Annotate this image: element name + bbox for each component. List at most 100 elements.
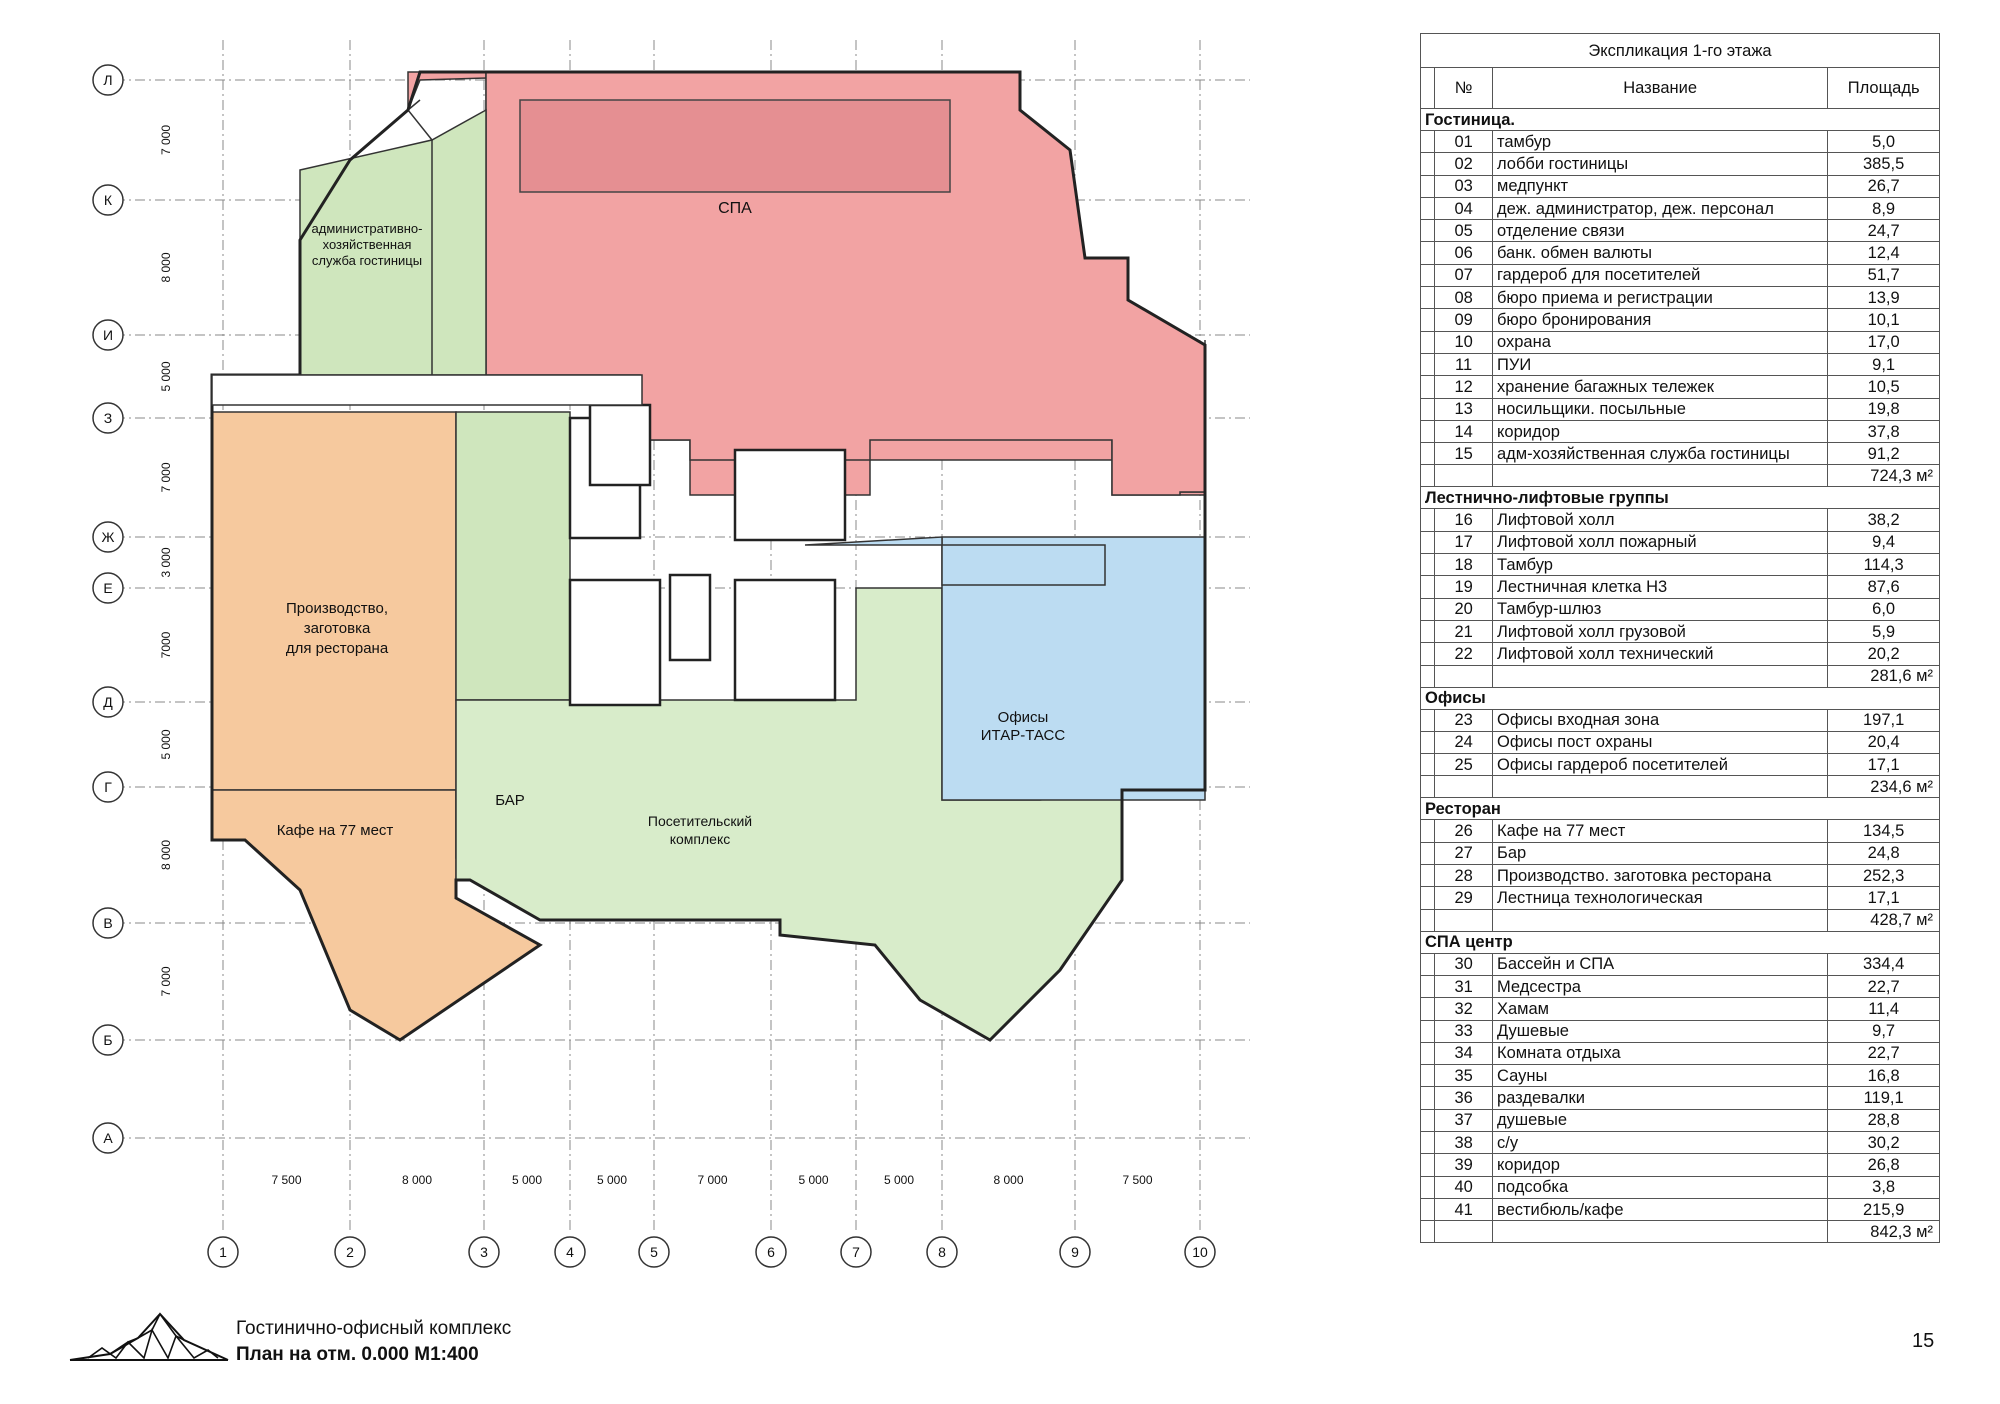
row-lead-cell (1419, 753, 1435, 777)
column-axis-label: 4 (566, 1244, 574, 1260)
room-area: 26,7 (1827, 174, 1940, 198)
row-axis-label: И (103, 327, 113, 343)
total-lead-cell (1419, 664, 1435, 688)
row-lead-cell (1419, 375, 1435, 399)
row-axis-marker (92, 1122, 124, 1154)
room-area: 8,9 (1827, 196, 1940, 221)
room-area: 22,7 (1827, 974, 1940, 999)
section-total-row: 724,3 м² (1419, 464, 1940, 488)
room-area: 9,7 (1827, 1019, 1940, 1043)
room-number: 13 (1434, 397, 1493, 421)
room-number: 03 (1434, 174, 1493, 198)
room-name: Тамбур-шлюз (1491, 597, 1829, 621)
room-area: 215,9 (1827, 1197, 1940, 1222)
room-area: 197,1 (1827, 708, 1940, 732)
row-lead-cell (1419, 1019, 1435, 1043)
row-lead-cell (1419, 419, 1435, 444)
room-name: Комната отдыха (1491, 1041, 1829, 1066)
row-dimension: 3 000 (159, 547, 173, 577)
room-number: 23 (1434, 708, 1493, 732)
room-number: 11 (1434, 352, 1493, 377)
row-lead-cell (1419, 442, 1435, 466)
room-name: Кафе на 77 мест (1491, 819, 1829, 843)
zone-hotel-services (455, 411, 571, 701)
total-blank-no (1434, 1220, 1493, 1244)
room-number: 19 (1434, 575, 1493, 599)
section-row: Офисы (1420, 686, 1940, 710)
column-axis-marker (1059, 1236, 1091, 1268)
cafe-label: Кафе на 77 мест (277, 822, 394, 839)
room-area: 5,9 (1827, 619, 1940, 644)
row-axis-marker (92, 572, 124, 604)
row-lead-cell (1419, 819, 1435, 843)
table-title-row: Экспликация 1-го этажа (1420, 33, 1940, 68)
column-axis-label: 10 (1192, 1244, 1208, 1260)
row-lead-cell (1419, 241, 1435, 265)
row-axis-marker (92, 521, 124, 553)
total-blank-no (1434, 464, 1493, 488)
room-number: 01 (1434, 129, 1493, 154)
room-name: бюро бронирования (1491, 308, 1829, 332)
room-name: Сауны (1491, 1064, 1829, 1088)
row-axis-marker (92, 907, 124, 939)
column-dimension: 5 000 (597, 1173, 627, 1187)
room-number: 04 (1434, 196, 1493, 221)
row-lead-cell (1419, 1041, 1435, 1066)
room-area: 20,2 (1827, 642, 1940, 666)
production-label: для ресторана (286, 640, 389, 657)
room-area: 3,8 (1827, 1175, 1940, 1199)
room-area: 5,0 (1827, 129, 1940, 154)
room-name: подсобка (1491, 1175, 1829, 1199)
section-total: 842,3 м² (1827, 1220, 1940, 1244)
room-name: душевые (1491, 1108, 1829, 1132)
total-blank-no (1434, 664, 1493, 688)
room-name: коридор (1491, 1153, 1829, 1177)
total-lead-cell (1419, 908, 1435, 932)
row-lead-cell (1419, 553, 1435, 577)
room-area: 51,7 (1827, 263, 1940, 288)
header-lead-cell (1419, 67, 1435, 109)
room-name: Лестничная клетка Н3 (1491, 575, 1829, 599)
section-total-row: 842,3 м² (1419, 1220, 1940, 1244)
room-number: 40 (1434, 1175, 1493, 1199)
room-area: 17,1 (1827, 753, 1940, 777)
row-axis-marker (92, 1024, 124, 1056)
sheet-title: План на отм. 0.000 М1:400 (236, 1344, 479, 1365)
room-name: раздевалки (1491, 1086, 1829, 1110)
room-area: 334,4 (1827, 952, 1940, 976)
room-area: 87,6 (1827, 575, 1940, 599)
room-number: 16 (1434, 508, 1493, 532)
room-area: 22,7 (1827, 1041, 1940, 1066)
total-blank-no (1434, 775, 1493, 799)
total-blank-name (1491, 908, 1829, 932)
stair-lift-core (668, 573, 712, 662)
row-lead-cell (1419, 997, 1435, 1021)
room-name: Медсестра (1491, 974, 1829, 999)
room-area: 12,4 (1827, 241, 1940, 265)
room-name: лобби гостиницы (1491, 152, 1829, 176)
row-lead-cell (1419, 1108, 1435, 1132)
production-label: заготовка (304, 620, 371, 637)
room-number: 41 (1434, 1197, 1493, 1222)
room-name: адм-хозяйственная служба гостиницы (1491, 442, 1829, 466)
bar-label: БАР (495, 792, 525, 809)
row-axis-label: З (104, 410, 112, 426)
column-axis-marker (755, 1236, 787, 1268)
column-axis-marker (207, 1236, 239, 1268)
admin-label: служба гостиницы (312, 253, 422, 268)
row-lead-cell (1419, 974, 1435, 999)
row-axis-label: А (103, 1130, 113, 1146)
